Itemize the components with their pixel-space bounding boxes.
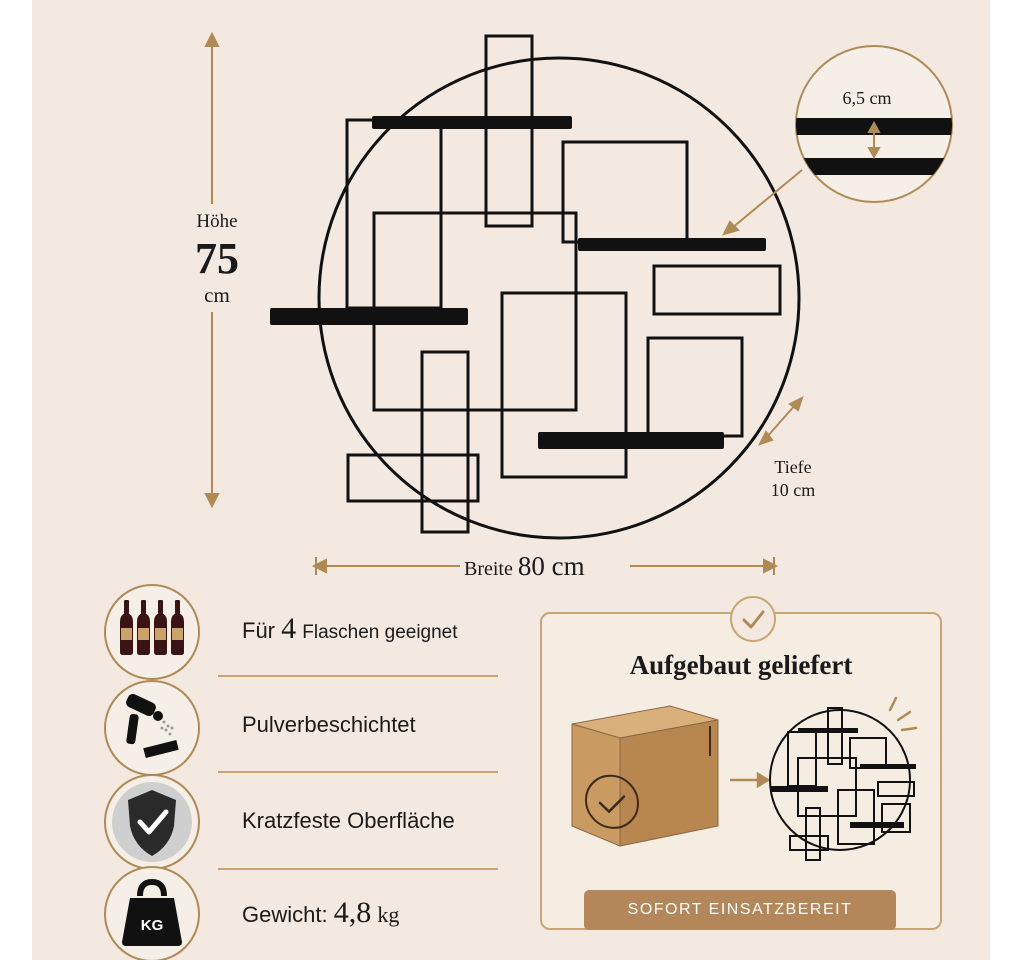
arrow-right-icon	[730, 771, 771, 789]
delivery-illustration	[571, 696, 918, 861]
width-dimension: Breite 80 cm	[464, 551, 585, 582]
feature-bottles-suffix: Flaschen geeignet	[302, 622, 458, 643]
rectangle-frames	[345, 34, 782, 534]
mini-rack-shelves	[770, 728, 916, 828]
height-dimension: Höhe 75 cm	[172, 212, 262, 306]
feature-weight-prefix: Gewicht:	[242, 902, 328, 927]
product-infographic: 6,5 cm Höhe 75 cm Breite 80 cm Tiefe 10 …	[32, 0, 990, 960]
height-arrow	[204, 31, 220, 509]
feature-bottles-prefix: Für	[242, 618, 275, 643]
check-badge	[730, 596, 776, 642]
wine-rack-drawing	[204, 31, 953, 575]
height-unit: cm	[204, 283, 230, 307]
shield-check-icon	[112, 782, 192, 862]
feature-bottles-circle	[104, 584, 200, 680]
cardboard-box-icon	[571, 705, 719, 847]
feature-coating: Pulverbeschichtet	[242, 712, 416, 737]
delivery-panel: Aufgebaut geliefert	[540, 596, 942, 930]
width-label: Breite	[464, 558, 513, 580]
feature-weight-unit: kg	[377, 902, 400, 927]
weight-badge: KG	[141, 917, 164, 934]
weight-kg-icon: KG	[122, 878, 182, 946]
divider	[218, 675, 498, 677]
width-value: 80 cm	[517, 551, 585, 581]
feature-coating-circle	[104, 680, 200, 776]
feature-bottles-number: 4	[281, 612, 297, 645]
feature-scratch: Kratzfeste Oberfläche	[242, 808, 455, 833]
check-icon	[742, 610, 765, 629]
depth-label: Tiefe	[774, 457, 812, 477]
divider	[218, 771, 498, 773]
feature-weight: Gewicht: 4,8 kg	[242, 896, 399, 930]
wine-bottles-icon	[120, 600, 184, 655]
shelf-gap-callout	[795, 45, 953, 203]
feature-weight-number: 4,8	[333, 896, 372, 929]
depth-dimension: Tiefe 10 cm	[748, 456, 838, 501]
feature-weight-circle: KG	[104, 866, 200, 960]
divider	[218, 868, 498, 870]
callout-pointer	[722, 169, 803, 236]
spray-gun-icon	[126, 693, 179, 758]
width-arrow	[311, 557, 779, 575]
shelf-gap-label: 6,5 cm	[842, 88, 892, 108]
depth-value: 10 cm	[770, 479, 816, 500]
delivery-title: Aufgebaut geliefert	[629, 650, 853, 680]
ready-banner: SOFORT EINSATZBEREIT	[584, 890, 896, 930]
shelves	[270, 116, 766, 449]
feature-scratch-circle	[104, 774, 200, 870]
feature-bottles: Für 4 Flaschen geeignet	[242, 612, 458, 646]
depth-arrow	[758, 396, 804, 446]
height-label: Höhe	[196, 211, 238, 232]
height-value: 75	[195, 234, 239, 283]
circle-frame	[317, 56, 801, 540]
sparkle-icon	[888, 696, 918, 732]
